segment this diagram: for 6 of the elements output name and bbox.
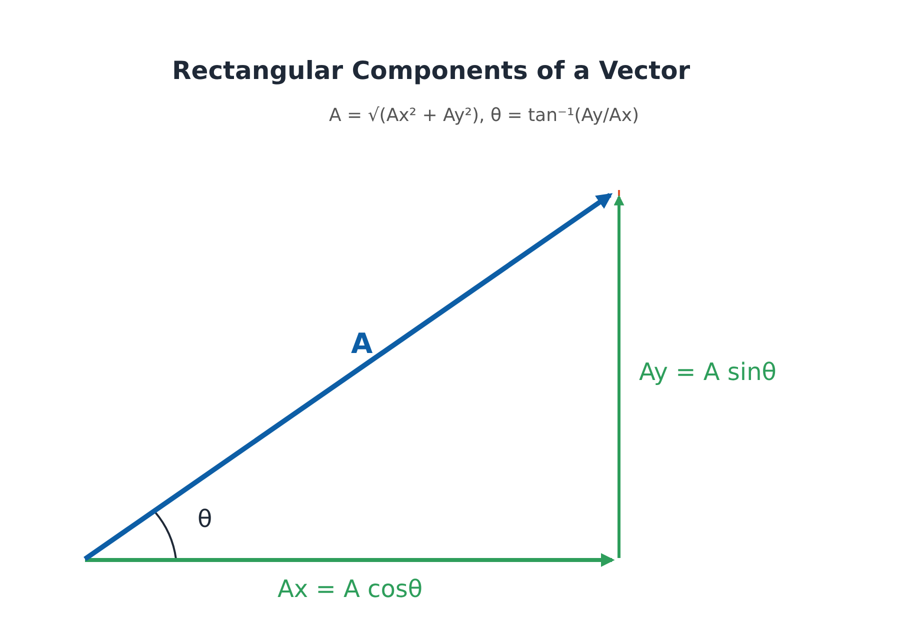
- formula-text: A = √(Ax² + Ay²), θ = tan⁻¹(Ay/Ax): [329, 106, 640, 127]
- diagram-title: Rectangular Components of a Vector: [172, 57, 690, 86]
- y-component-label: Ay = A sinθ: [639, 359, 776, 387]
- vector-label: A: [351, 328, 373, 360]
- x-component-label: Ax = A cosθ: [278, 576, 423, 604]
- angle-label: θ: [198, 506, 212, 534]
